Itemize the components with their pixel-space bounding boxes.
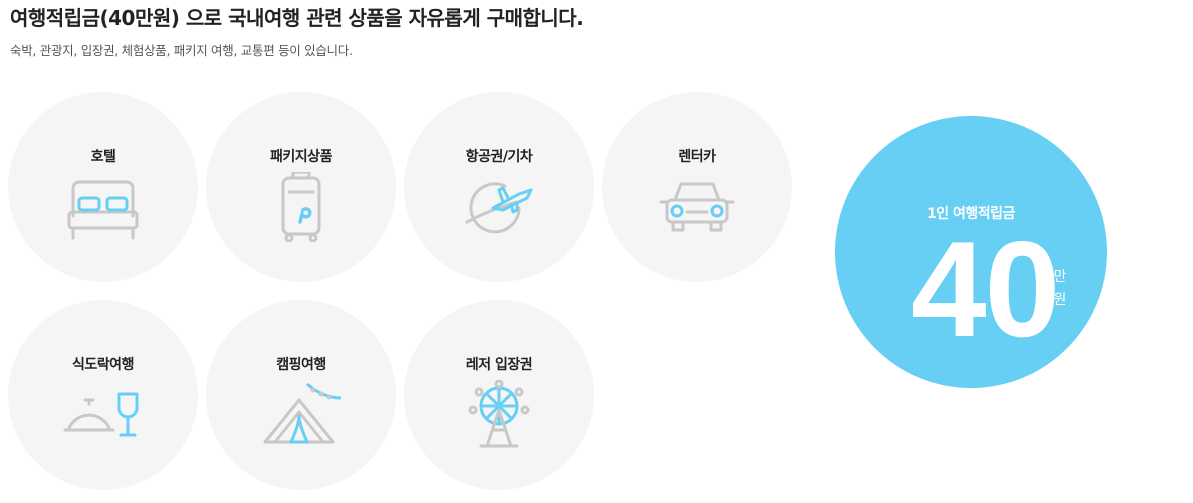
category-leisure-ticket[interactable]: 레저 입장권 — [404, 300, 594, 490]
allowance-unit: 만 원 — [1051, 266, 1069, 312]
category-hotel[interactable]: 호텔 — [8, 92, 198, 282]
category-gourmet[interactable]: 식도락여행 — [8, 300, 198, 490]
page-subtitle: 숙박, 관광지, 입장권, 체험상품, 패키지 여행, 교통편 등이 있습니다. — [10, 43, 353, 58]
travel-allowance-badge: 1인 여행적립금 40 만 원 — [835, 116, 1107, 388]
category-label: 호텔 — [90, 149, 116, 165]
bed-icon — [67, 180, 139, 240]
category-label: 레저 입장권 — [465, 357, 533, 373]
category-label: 항공권/기차 — [465, 149, 533, 165]
category-label: 렌터카 — [678, 149, 716, 165]
allowance-label: 1인 여행적립금 — [927, 206, 1015, 222]
category-camping[interactable]: 캠핑여행 — [206, 300, 396, 490]
food-cloche-wine-icon — [63, 392, 139, 437]
allowance-unit-man: 만 — [1053, 269, 1067, 285]
suitcase-icon — [281, 172, 321, 242]
category-flight-train[interactable]: 항공권/기차 — [404, 92, 594, 282]
page-title: 여행적립금(40만원) 으로 국내여행 관련 상품을 자유롭게 구매합니다. — [10, 6, 584, 30]
category-package[interactable]: 패키지상품 — [206, 92, 396, 282]
ferris-wheel-icon — [468, 380, 530, 448]
car-icon — [659, 182, 735, 232]
tent-icon — [263, 382, 341, 444]
category-rental-car[interactable]: 렌터카 — [602, 92, 792, 282]
category-label: 패키지상품 — [270, 149, 332, 165]
category-label: 캠핑여행 — [276, 357, 326, 373]
airplane-globe-icon — [465, 182, 533, 234]
category-label: 식도락여행 — [72, 357, 134, 373]
allowance-unit-won: 원 — [1053, 292, 1067, 308]
allowance-amount: 40 — [911, 213, 1060, 365]
